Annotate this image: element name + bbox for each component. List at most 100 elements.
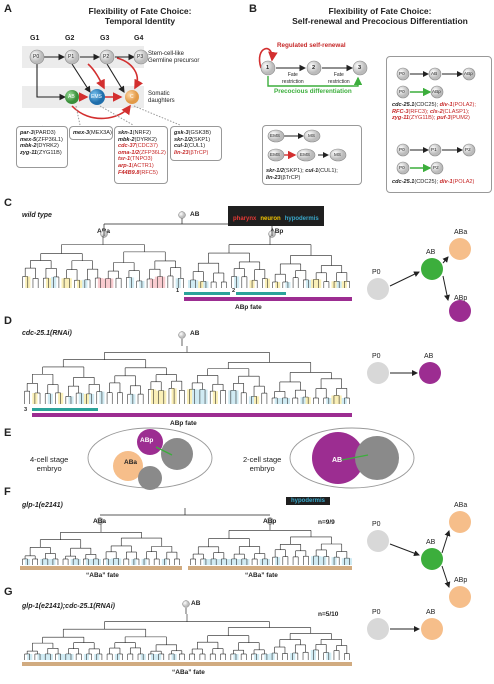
node-3 (352, 60, 368, 76)
g-root-ball (182, 600, 190, 608)
row-label-somatic: Somatic daughters (148, 91, 175, 104)
node-1 (260, 60, 276, 76)
d-band-abp (32, 413, 352, 417)
r2-p1-label: P1 (431, 147, 437, 152)
embryo4-ems (161, 438, 193, 470)
label-p2: P2 (103, 54, 110, 60)
node-2-label: 2 (312, 65, 316, 71)
panel-label-c: C (4, 197, 12, 209)
panel-g-fate: “ABa” fate (172, 669, 205, 676)
panel-e-aba-label: ABa (124, 459, 138, 466)
c-band-1 (184, 292, 230, 295)
panel-e-abp-label: ABp (140, 437, 154, 444)
embryo4-abp (137, 429, 163, 455)
d-diag-ab: AB (424, 353, 434, 360)
panel-g-n: n=5/10 (318, 611, 339, 618)
band-num-3: 3 (24, 407, 28, 413)
node-1-label: 1 (266, 65, 270, 71)
panel-g-root: AB (191, 600, 201, 607)
gene-list-3: skn-1(NRF2) mbk-2(DYRK2) cdc-37(CDC37) o… (118, 130, 166, 176)
ms-label-2: MS (334, 152, 341, 157)
c-diag-ab: AB (426, 249, 436, 256)
panel-label-e: E (4, 427, 12, 439)
f-band-1 (20, 566, 182, 570)
panel-f-fate-1: “ABa” fate (86, 572, 119, 579)
band-num-2: 2 (232, 288, 236, 294)
cell-p0 (29, 49, 45, 65)
panel-label-f: F (4, 486, 11, 498)
c-root-ball (178, 211, 186, 219)
panel-d-root: AB (190, 330, 200, 337)
gene-box-2: mex-3(MEX3A) (69, 126, 113, 140)
panel-d-fate: ABp fate (170, 420, 197, 427)
c-diag-arrow-3 (442, 275, 450, 301)
cell-c (125, 90, 139, 104)
f-diag-ab-circle (421, 548, 443, 570)
label-p1: P1 (68, 54, 75, 60)
ms-cell-2 (329, 148, 347, 162)
legend-pharynx: pharynx (233, 216, 257, 222)
r1-abp-b-label: ABp (432, 89, 441, 94)
label-ab: AB (68, 94, 75, 100)
r2-p0b-label: P0 (399, 165, 405, 170)
band-num-1: 1 (176, 288, 180, 294)
panel-e-ab-label: AB (332, 457, 343, 464)
embryo2-spindle (341, 454, 369, 461)
f-diag-p0-circle (367, 530, 389, 552)
d-diag-ab-circle (419, 362, 441, 384)
label-c: C (130, 94, 134, 100)
r1-ab (428, 67, 442, 81)
f-diag-arrow-3 (441, 565, 451, 588)
g-diag-ab-circle (421, 618, 443, 640)
gene-box-1: par-3(PARD3) mex-5(ZFP36L1) mbk-2(DYRK2)… (16, 126, 68, 168)
d-band-3 (32, 408, 98, 411)
panel-a-diagram: G1 G2 G3 G4 P0 P1 P2 P3 AB EMS C Stem-ce… (0, 0, 245, 184)
d-diag-p0: P0 (372, 353, 381, 360)
panel-f-abp: ABp (263, 518, 277, 525)
panel-label-a: A (4, 3, 12, 15)
label-ems: EMS (91, 94, 102, 100)
gene-list-1: par-3(PARD3) mex-5(ZFP36L1) mbk-2(DYRK2)… (20, 130, 63, 156)
panel-label-d: D (4, 315, 12, 327)
c-band-abp (184, 297, 352, 301)
f-diag-arrow-1 (389, 543, 420, 557)
panel-e-label-2cell: 2-cell stage embryo (243, 455, 282, 473)
c-band-2 (236, 292, 286, 295)
cell-ab (65, 90, 79, 104)
r2-p2b-label: P2 (433, 165, 439, 170)
f-aba-ball (96, 517, 104, 525)
c-diag-p0: P0 (372, 269, 381, 276)
panel-c-genotype: wild type (22, 212, 52, 219)
ems-box (262, 125, 362, 185)
ems-label-2: EMS (270, 152, 280, 157)
panel-f-genotype: glp-1(e2141) (22, 502, 63, 509)
label-p3: P3 (137, 54, 144, 60)
panel-b-title: Flexibility of Fate Choice: Self-renewal… (292, 6, 468, 26)
ems-label-1: EMS (270, 133, 280, 138)
regulated-self-renewal-label: Regulated self-renewal (277, 42, 346, 49)
g-band (22, 662, 352, 666)
panel-b-svg (258, 48, 476, 175)
f-diag-p0: P0 (372, 521, 381, 528)
panel-f-fate-2: “ABa” fate (245, 572, 278, 579)
r1-abp-a-label: ABp (464, 71, 473, 76)
panel-f-aba: ABa (93, 518, 107, 525)
r1-p0-a (396, 67, 410, 81)
panel-d-genotype: cdc-25.1(RNAi) (22, 330, 72, 337)
gene-box-3: skn-1(NRF2) mbk-2(DYRK2) cdc-37(CDC37) o… (114, 126, 168, 184)
f-diag-aba: ABa (454, 502, 468, 509)
embryo4-p2 (138, 466, 162, 490)
r1-abp-b (430, 85, 444, 99)
fate-restriction-2: Fate restriction (328, 72, 350, 85)
c-diag-ab-circle (421, 258, 443, 280)
embryo4-spindle (155, 446, 173, 456)
panel-f-legend: hypodermis (286, 497, 331, 505)
panel-c-root: AB (190, 211, 200, 218)
r2-p2-a (462, 143, 476, 157)
cell-p3 (133, 49, 149, 65)
row-label-germline: Stem-cell-like Germline precursor (148, 51, 200, 64)
panel-b-diagram: 1 2 3 Regulated self-renewal Fate restri… (0, 0, 494, 210)
c-diag-aba-circle (449, 238, 471, 260)
